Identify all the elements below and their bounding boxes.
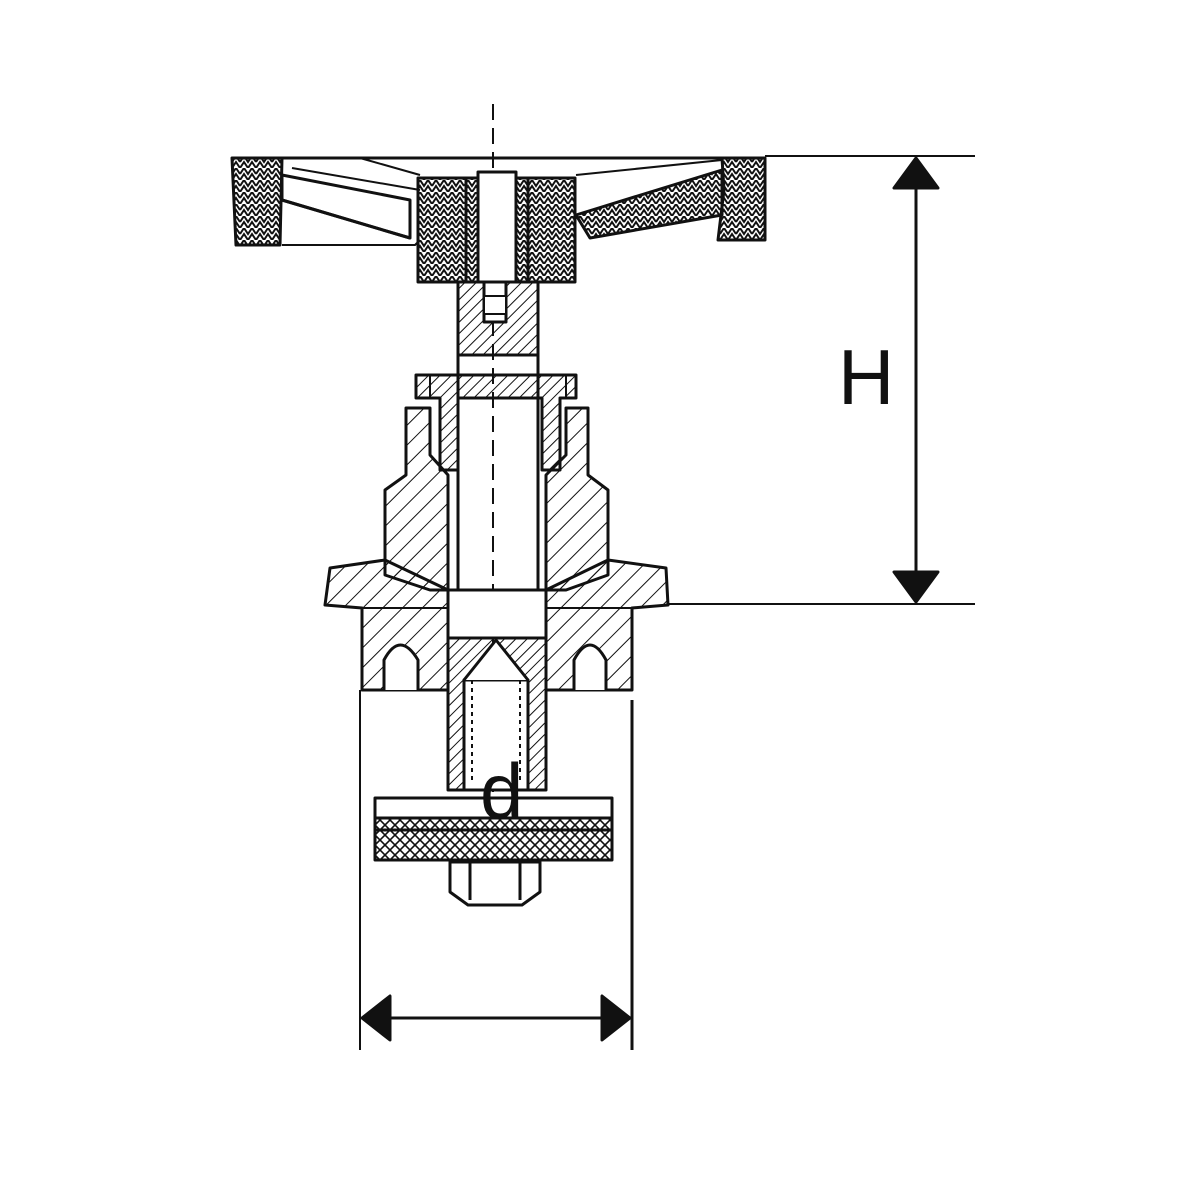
handwheel-rim-right bbox=[716, 156, 767, 242]
disc-nut bbox=[448, 860, 542, 907]
dimension-label-diameter: d bbox=[480, 747, 524, 835]
dimension-label-height: H bbox=[838, 333, 895, 421]
valve-washer bbox=[373, 816, 614, 862]
dim-h-arrow-bottom bbox=[892, 570, 940, 604]
dim-d-arrow-right bbox=[600, 994, 632, 1042]
lower-stem bbox=[446, 588, 548, 640]
cone-tip bbox=[462, 638, 530, 681]
dim-d-arrow-left bbox=[360, 994, 392, 1042]
bonnet-arch-right bbox=[572, 643, 608, 690]
handwheel-spoke-right bbox=[574, 168, 724, 240]
hub-bore bbox=[476, 170, 518, 284]
handwheel-rim-left bbox=[230, 156, 284, 247]
dim-h-arrow-top bbox=[892, 156, 940, 190]
gland-nut bbox=[414, 373, 578, 472]
bonnet-arch-left bbox=[382, 643, 420, 690]
